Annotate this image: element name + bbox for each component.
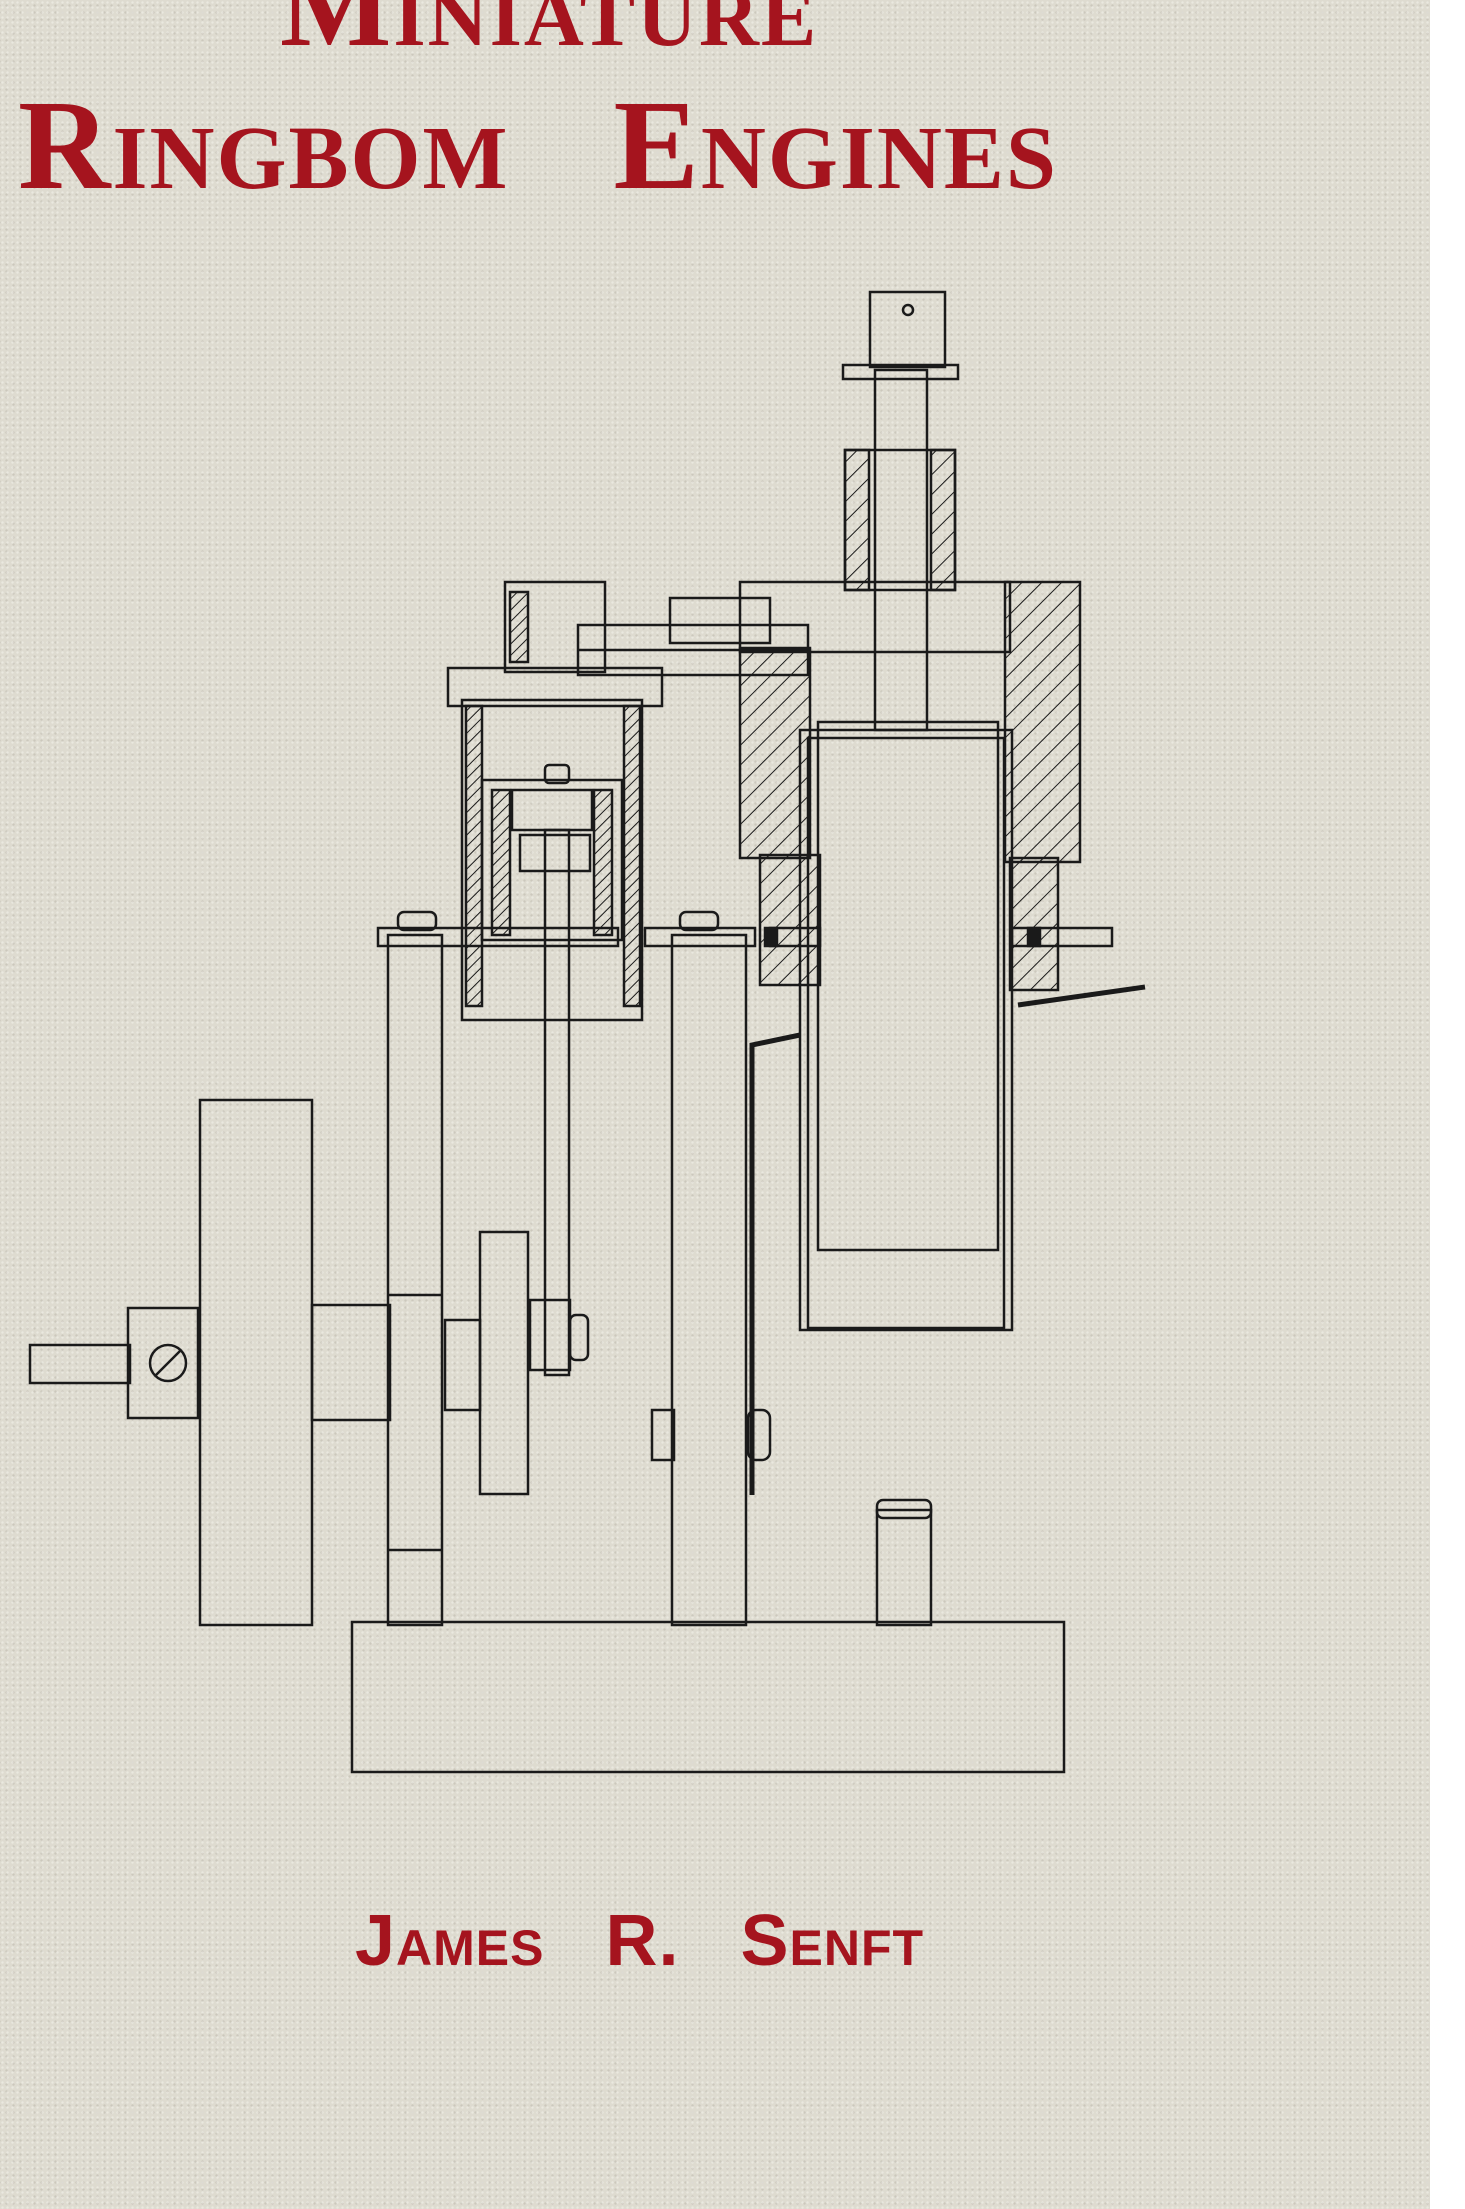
displacer: [816, 720, 1000, 1252]
author-name: James R. Senft: [355, 1901, 925, 1981]
connecting-rod: [543, 828, 571, 1377]
displacer-housing-left: [738, 646, 812, 860]
engine-drawing: [28, 290, 1146, 1774]
title-line-2: Ringbom Engines: [18, 74, 1058, 216]
post: [875, 1508, 933, 1627]
piston: [480, 778, 624, 942]
displacer-rod: [873, 368, 929, 732]
displacer-housing-right: [1003, 580, 1082, 864]
engine-base: [350, 1620, 1066, 1774]
page-edge: [1430, 0, 1465, 2209]
crank-disk: [478, 1230, 530, 1496]
paper-texture: [0, 0, 1430, 2209]
flywheel: [198, 1098, 314, 1627]
crank-shaft: [28, 1343, 132, 1385]
power-cylinder: [460, 698, 644, 1022]
book-cover: Miniature Ringbom Engines: [0, 0, 1430, 2209]
center-column: [670, 933, 748, 1627]
crank-hub: [126, 1306, 200, 1420]
left-column: [386, 933, 444, 1627]
spring-wire: [749, 1032, 801, 1495]
title-line-1: Miniature: [280, 0, 819, 71]
